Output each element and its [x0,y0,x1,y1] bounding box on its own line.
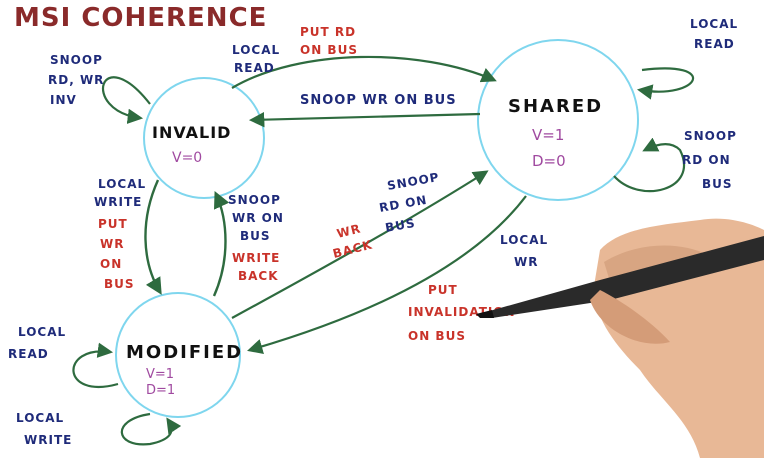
label-line: BUS [104,277,135,291]
label-line: PUT RD [300,25,356,39]
label-shared-self-snoop: SNOOP RD ON BUS [682,129,737,191]
pen-body [486,236,764,318]
state-shared-value-d: D=0 [532,152,566,170]
state-invalid-value: V=0 [172,150,202,166]
label-line: WR [514,255,538,269]
label-line: WRITE [232,251,280,265]
pen-tip [476,310,494,318]
label-invalid-to-modified: LOCAL WRITE [94,177,146,209]
label-shared-to-modified: LOCAL WR [500,233,548,269]
label-modified-to-shared-action: WR BACK [331,221,374,261]
label-invalid-to-shared: LOCAL READ [232,43,280,75]
label-line: INV [50,93,77,107]
label-line: SNOOP [684,129,737,143]
label-invalid-to-shared-action: PUT RD ON BUS [300,25,358,57]
label-line: BUS [384,216,417,235]
label-line: WRITE [24,433,72,447]
label-line: ON BUS [408,329,466,343]
label-line: BUS [240,229,271,243]
label-line: BUS [702,177,733,191]
hand-thumb [590,290,670,344]
arrow-modified-to-shared [231,170,489,319]
label-line: WR [335,221,362,241]
hand-with-pen-illustration [476,218,764,458]
label-line: LOCAL [690,17,738,31]
arrow-invalid-self-loop [102,76,151,124]
label-line: WR [100,237,124,251]
label-invalid-to-modified-action: PUT WR ON BUS [98,217,135,291]
label-line: ON [100,257,122,271]
label-line: WRITE [94,195,142,209]
label-line: ON BUS [300,43,358,57]
label-line: LOCAL [16,411,64,425]
label-line: SNOOP [50,53,103,67]
label-line: SNOOP [228,193,281,207]
label-modified-to-invalid: SNOOP WR ON BUS [228,193,284,243]
state-modified-circle [115,292,241,418]
label-line: READ [694,37,735,51]
label-modified-to-shared: SNOOP RD ON BUS [378,170,441,235]
arrow-invalid-to-modified [144,179,162,295]
arrow-modified-to-invalid [212,190,230,297]
state-invalid-circle [143,77,265,199]
state-shared-circle [477,39,639,201]
state-modified-value-v: V=1 [146,367,174,382]
state-invalid-name: INVALID [152,123,231,142]
state-shared-name: SHARED [508,96,603,117]
arrow-modified-self-write [120,412,182,446]
state-shared-value-v: V=1 [532,126,564,144]
label-line: RD ON [682,153,731,167]
label-line: LOCAL [18,325,66,339]
label-line: READ [8,347,49,361]
arrow-shared-self-snoop [613,137,686,193]
label-line: RD, WR [48,73,104,87]
label-line: BACK [238,269,279,283]
label-invalid-self-loop: SNOOP RD, WR INV [48,53,104,107]
label-line: PUT [98,217,128,231]
label-modified-self-read: LOCAL READ [8,325,66,361]
label-shared-self-read: LOCAL READ [690,17,738,51]
diagram-title: MSI COHERENCE [14,3,267,33]
label-line: LOCAL [500,233,548,247]
label-line: PUT [428,283,458,297]
arrow-modified-self-read [72,342,119,388]
label-line: SNOOP [386,170,441,193]
label-line: LOCAL [232,43,280,57]
label-line: LOCAL [98,177,146,191]
arrow-shared-to-invalid [248,111,481,128]
arrow-shared-to-modified [247,195,527,354]
label-line: READ [234,61,275,75]
state-modified-name: MODIFIED [126,342,243,363]
arrow-shared-self-read [636,67,694,100]
state-modified-value-d: D=1 [146,383,175,398]
label-modified-to-invalid-action: WRITE BACK [232,251,280,283]
arrow-invalid-to-shared [231,55,497,89]
label-modified-self-write: LOCAL WRITE [16,411,72,447]
label-line: WR ON [232,211,284,225]
label-shared-to-invalid: SNOOP WR ON BUS [300,93,457,108]
